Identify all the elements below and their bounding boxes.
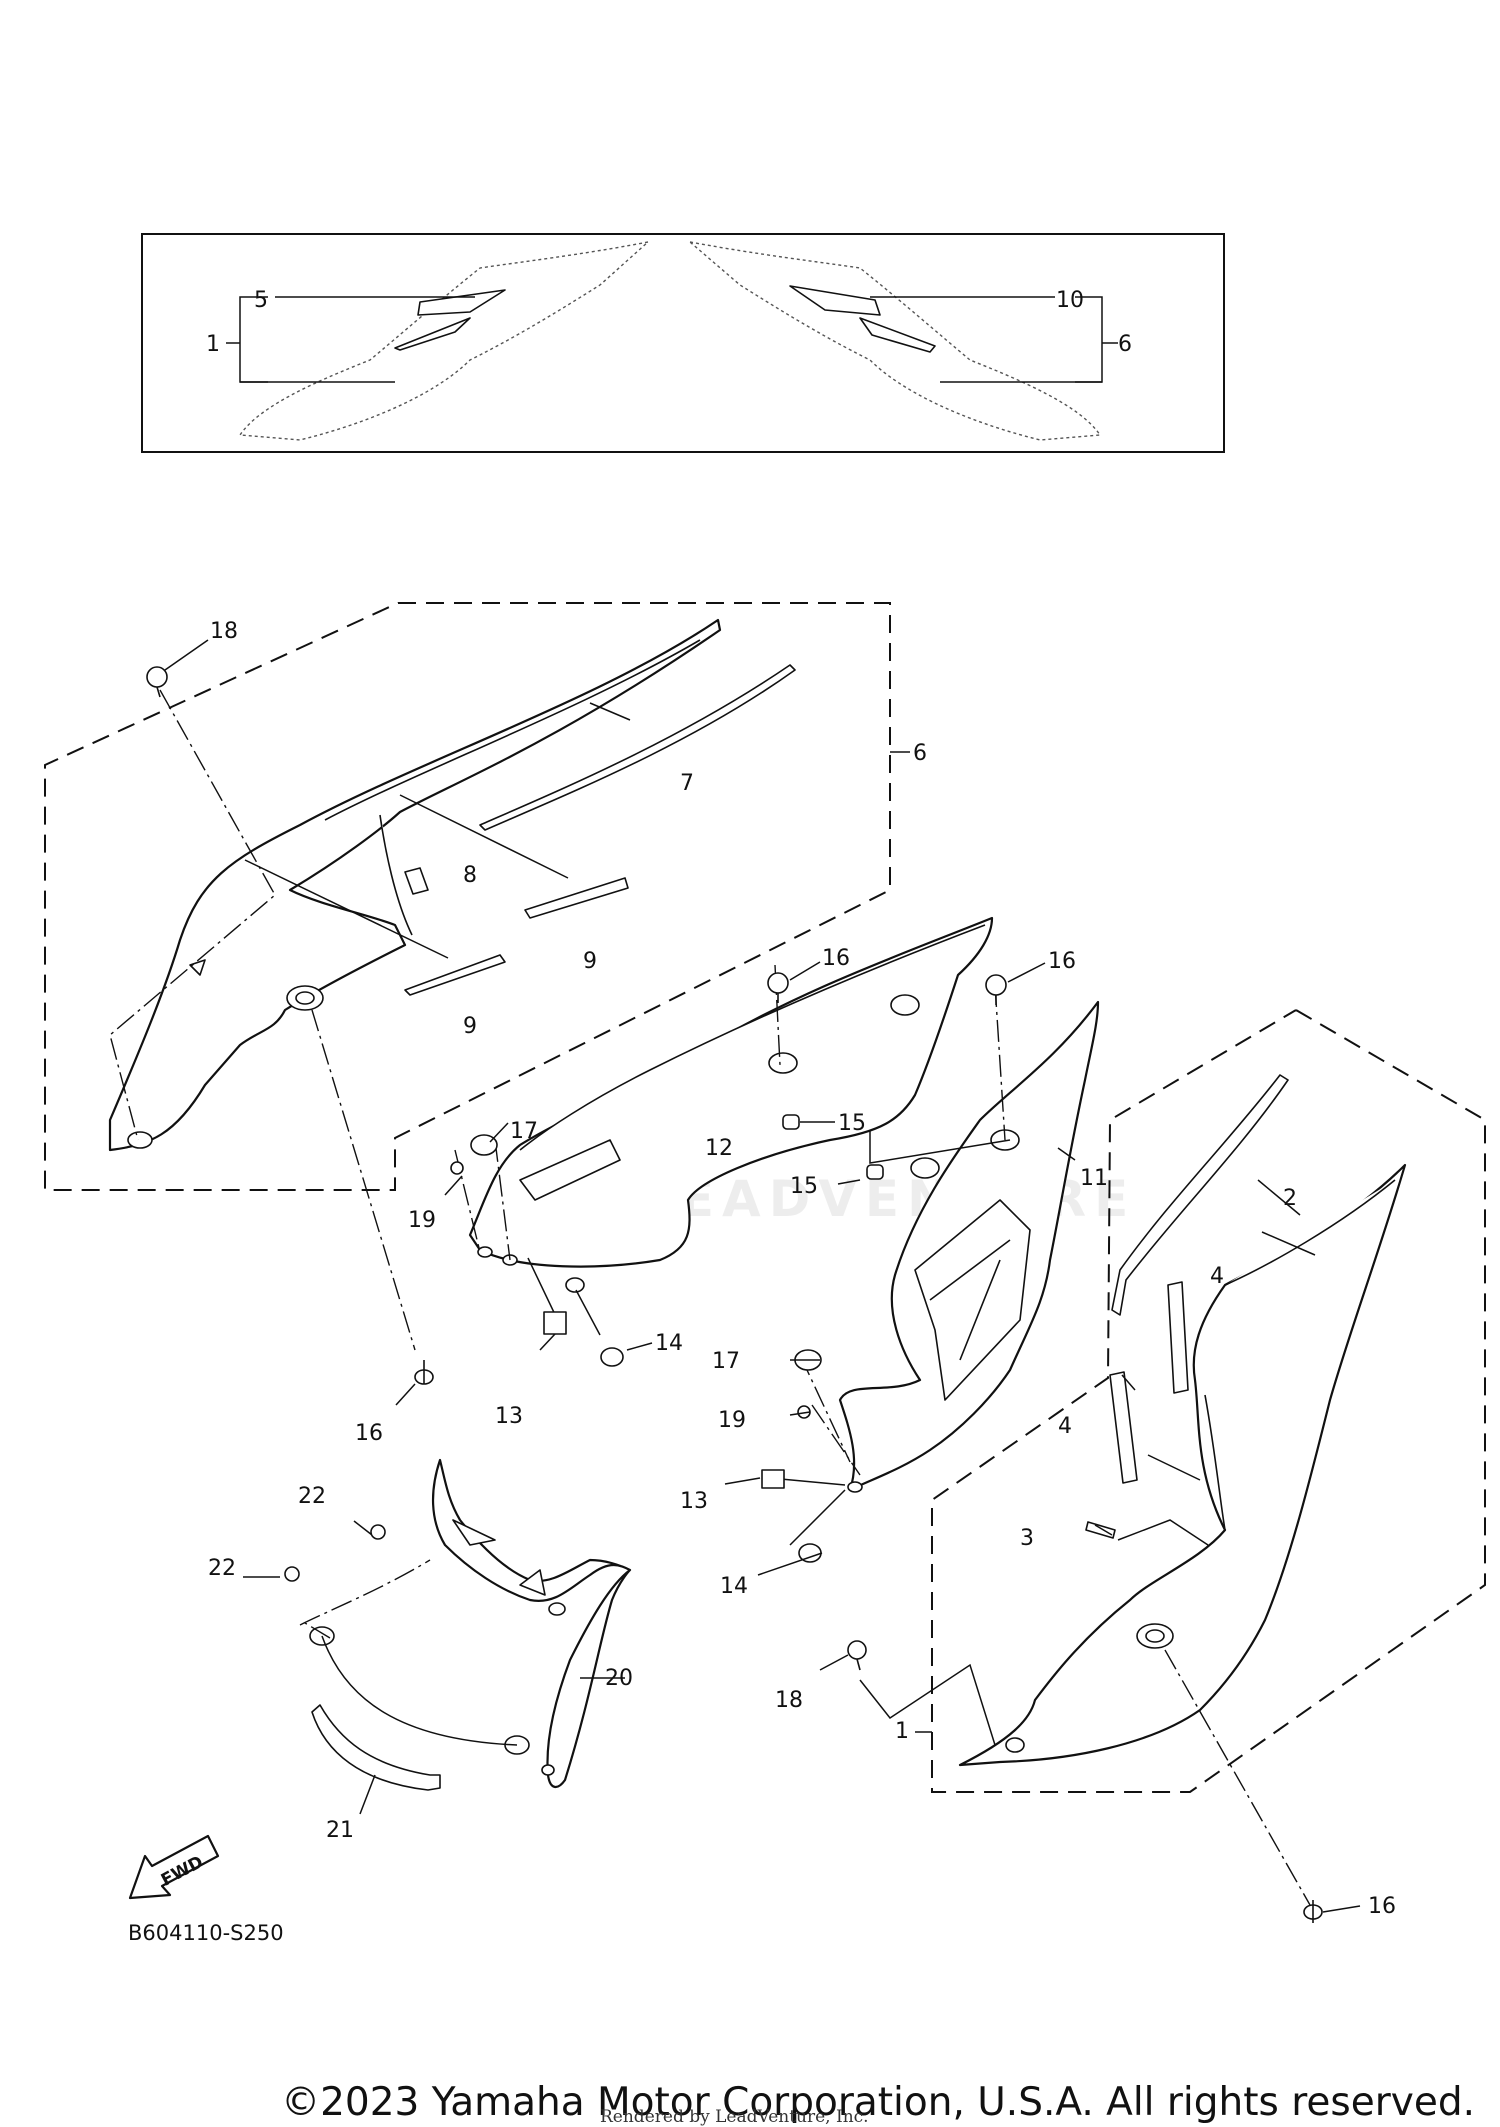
callout-19-a: 19 (408, 1208, 436, 1233)
diagram-code: B604110-S250 (128, 1921, 284, 1945)
callout-14-b: 14 (720, 1574, 748, 1599)
copyright-notice: ©2023 Yamaha Motor Corporation, U.S.A. A… (281, 2080, 1475, 2125)
clip-13-a (543, 1311, 567, 1335)
callout-22-b: 22 (208, 1556, 236, 1581)
callout-6-main: 6 (913, 741, 927, 766)
callout-13-b: 13 (680, 1489, 708, 1514)
callout-2: 2 (1283, 1186, 1297, 1211)
part-12-inner-panel (468, 916, 994, 1293)
rendered-by-notice: Rendered by LeadVenture, Inc. (600, 2107, 869, 2127)
callout-21: 21 (326, 1818, 354, 1843)
fastener-17-a (470, 1134, 498, 1156)
part-4-strip-upper (1167, 1281, 1189, 1394)
callout-4-lower: 4 (1058, 1414, 1072, 1439)
fastener-22-a (370, 1524, 386, 1540)
fastener-19-a (450, 1161, 464, 1175)
callout-5: 5 (254, 288, 268, 313)
callout-16-d: 16 (1368, 1894, 1396, 1919)
fwd-arrow-icon: FWD (128, 1834, 220, 1900)
part-6-side-cover (108, 618, 722, 1152)
callout-6-inset: 6 (1118, 332, 1132, 357)
nut-15-a (782, 1114, 800, 1130)
fastener-16-screw-b (985, 974, 1007, 1005)
callout-15-a: 15 (838, 1111, 866, 1136)
callout-22-a: 22 (298, 1484, 326, 1509)
callout-1-main: 1 (895, 1719, 909, 1744)
group-6-boundary (44, 602, 891, 1191)
fastener-18-screw-bottom (847, 1640, 867, 1671)
nut-15-b (866, 1164, 884, 1180)
callout-8: 8 (463, 863, 477, 888)
callout-10: 10 (1056, 288, 1084, 313)
callout-18-top: 18 (210, 619, 238, 644)
callout-15-b: 15 (790, 1174, 818, 1199)
clip-13-b (761, 1469, 785, 1489)
fastener-22-b (284, 1566, 300, 1582)
callout-14-a: 14 (655, 1331, 683, 1356)
part-1-side-cover (958, 1163, 1407, 1767)
fastener-16-screw-a (767, 972, 789, 1003)
fastener-18-screw-top (146, 666, 168, 698)
grommet-14-a (600, 1347, 624, 1367)
part-9-strip-upper (524, 877, 629, 919)
part-21-trim (311, 1704, 441, 1791)
callout-17-b: 17 (712, 1349, 740, 1374)
right-side-graphic-ghost (687, 240, 1102, 441)
callout-19-b: 19 (718, 1408, 746, 1433)
part-2-strip (1111, 1074, 1289, 1316)
callout-16-a: 16 (822, 946, 850, 971)
fastener-16-screw-c (414, 1360, 434, 1385)
part-4-strip-lower (1109, 1371, 1138, 1484)
part-3-strip (1085, 1521, 1116, 1539)
callout-12: 12 (705, 1136, 733, 1161)
callout-1-inset: 1 (206, 332, 220, 357)
callout-16-b: 16 (1048, 949, 1076, 974)
part-7-stripe (479, 664, 796, 831)
left-side-graphic-ghost (238, 240, 651, 441)
callout-4-upper: 4 (1210, 1264, 1224, 1289)
group-1-boundary (931, 1009, 1486, 1793)
callout-9-upper: 9 (583, 949, 597, 974)
callout-18-bottom: 18 (775, 1688, 803, 1713)
callout-11: 11 (1080, 1166, 1108, 1191)
callout-17-a: 17 (510, 1119, 538, 1144)
part-20-lower-panel (309, 1458, 632, 1788)
callout-20: 20 (605, 1666, 633, 1691)
part-8-strip (404, 867, 429, 895)
callout-13-a: 13 (495, 1404, 523, 1429)
callout-9-lower: 9 (463, 1014, 477, 1039)
callout-16-c: 16 (355, 1421, 383, 1446)
fastener-16-screw-d (1303, 1900, 1323, 1923)
graphics-inset-frame (141, 233, 1225, 453)
callout-3: 3 (1020, 1526, 1034, 1551)
part-9-strip-lower (404, 954, 506, 996)
callout-7: 7 (680, 771, 694, 796)
